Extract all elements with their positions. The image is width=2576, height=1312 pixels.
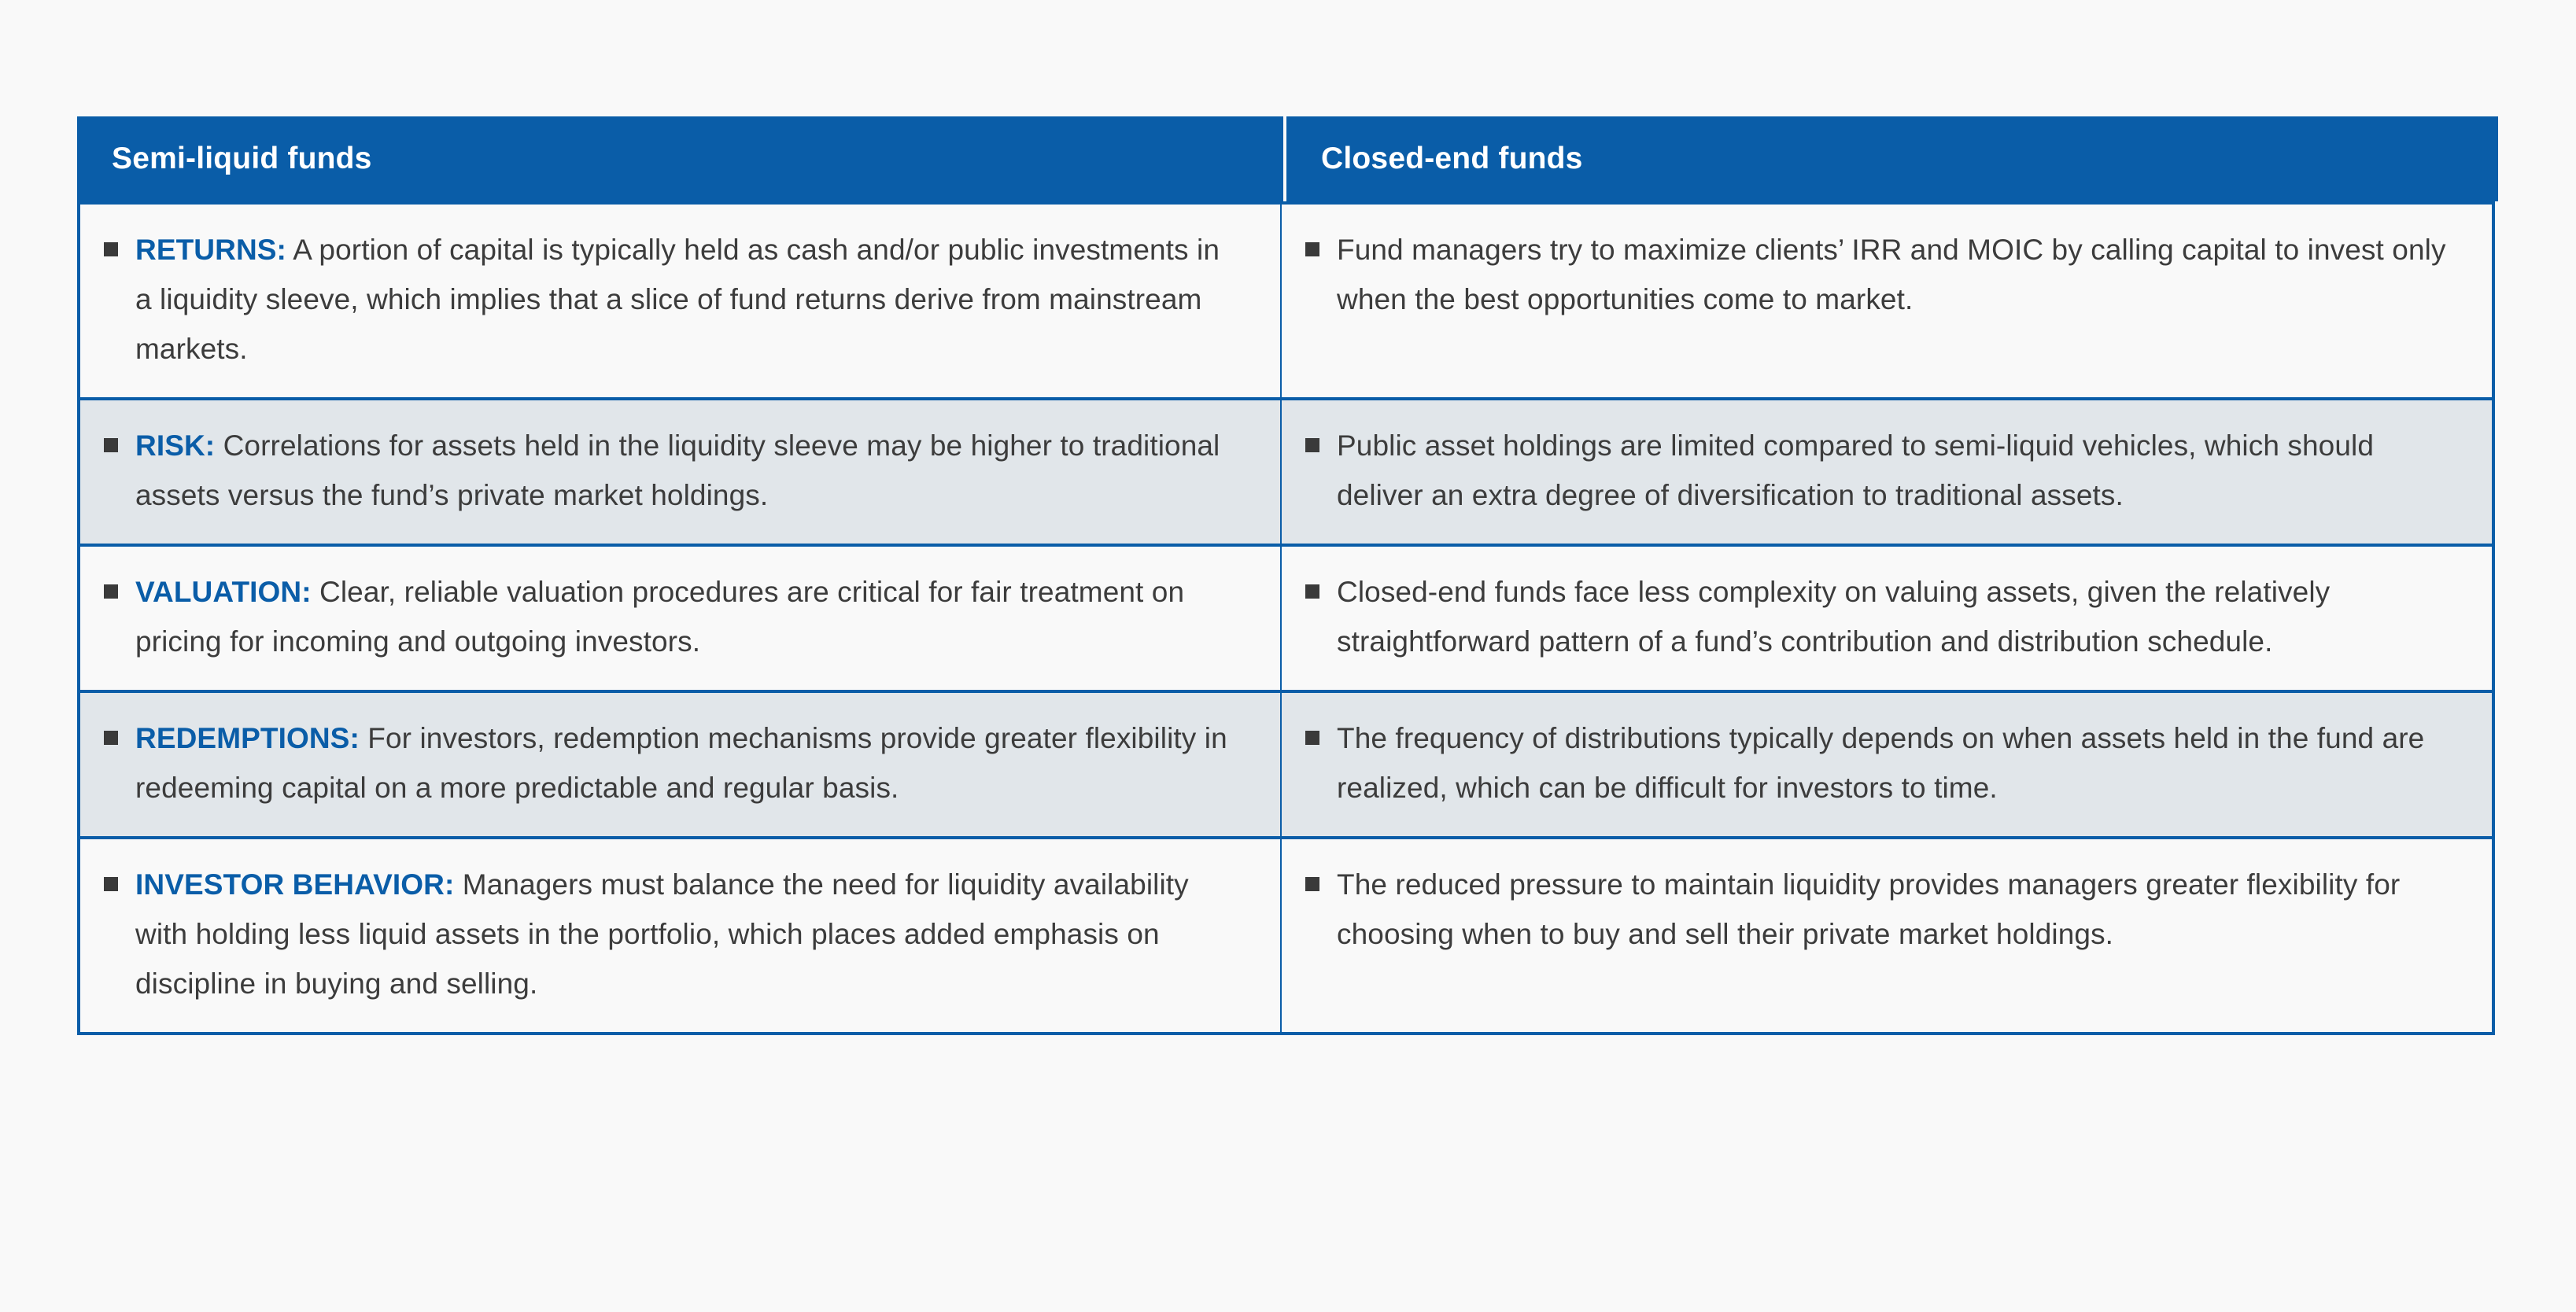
- list-item: The frequency of distributions typically…: [1305, 713, 2459, 813]
- list-item-body: Fund managers try to maximize clients’ I…: [1337, 234, 2446, 315]
- list-item-body: For investors, redemption mechanisms pro…: [135, 722, 1227, 804]
- list-item-text: Fund managers try to maximize clients’ I…: [1337, 225, 2454, 324]
- table-cell-left: VALUATION: Clear, reliable valuation pro…: [77, 547, 1283, 693]
- table-cell-right: Closed-end funds face less complexity on…: [1280, 547, 2495, 693]
- list-item: VALUATION: Clear, reliable valuation pro…: [104, 567, 1249, 666]
- square-bullet-icon: [1305, 584, 1319, 599]
- list-item-label: INVESTOR BEHAVIOR:: [135, 868, 455, 901]
- list-item-body: The frequency of distributions typically…: [1337, 722, 2425, 804]
- list-item-label: VALUATION:: [135, 576, 312, 608]
- square-bullet-icon: [104, 438, 118, 452]
- header-column-divider: [1283, 116, 1286, 201]
- list-item-text: VALUATION: Clear, reliable valuation pro…: [135, 567, 1237, 666]
- comparison-table: Semi-liquid funds Closed-end funds RETUR…: [77, 116, 2498, 1035]
- table-row: REDEMPTIONS: For investors, redemption m…: [77, 693, 2498, 839]
- list-item-text: Closed-end funds face less complexity on…: [1337, 567, 2454, 666]
- table-cell-left: INVESTOR BEHAVIOR: Managers must balance…: [77, 839, 1283, 1035]
- list-item-body: Clear, reliable valuation procedures are…: [135, 576, 1185, 658]
- table-cell-right: Public asset holdings are limited compar…: [1280, 400, 2495, 547]
- square-bullet-icon: [104, 731, 118, 745]
- square-bullet-icon: [1305, 877, 1319, 891]
- list-item-text: The frequency of distributions typically…: [1337, 713, 2454, 813]
- table-body: RETURNS: A portion of capital is typical…: [77, 201, 2498, 1035]
- table-cell-left: REDEMPTIONS: For investors, redemption m…: [77, 693, 1283, 839]
- table-cell-right: Fund managers try to maximize clients’ I…: [1280, 201, 2495, 400]
- column-header-closed-end-funds: Closed-end funds: [1286, 116, 2498, 201]
- list-item-text: RETURNS: A portion of capital is typical…: [135, 225, 1237, 374]
- table-row: VALUATION: Clear, reliable valuation pro…: [77, 547, 2498, 693]
- list-item-body: Public asset holdings are limited compar…: [1337, 429, 2375, 511]
- list-item: INVESTOR BEHAVIOR: Managers must balance…: [104, 860, 1249, 1008]
- square-bullet-icon: [104, 584, 118, 599]
- list-item-body: A portion of capital is typically held a…: [135, 234, 1220, 365]
- list-item-text: Public asset holdings are limited compar…: [1337, 421, 2454, 520]
- list-item-label: RETURNS:: [135, 234, 286, 266]
- table-cell-right: The frequency of distributions typically…: [1280, 693, 2495, 839]
- table-row: INVESTOR BEHAVIOR: Managers must balance…: [77, 839, 2498, 1035]
- square-bullet-icon: [104, 242, 118, 256]
- list-item-body: Correlations for assets held in the liqu…: [135, 429, 1220, 511]
- square-bullet-icon: [1305, 242, 1319, 256]
- square-bullet-icon: [1305, 731, 1319, 745]
- list-item: Public asset holdings are limited compar…: [1305, 421, 2459, 520]
- list-item-text: REDEMPTIONS: For investors, redemption m…: [135, 713, 1237, 813]
- table-row: RETURNS: A portion of capital is typical…: [77, 201, 2498, 400]
- table-header-row: Semi-liquid funds Closed-end funds: [77, 116, 2498, 201]
- table-cell-left: RISK: Correlations for assets held in th…: [77, 400, 1283, 547]
- list-item-text: The reduced pressure to maintain liquidi…: [1337, 860, 2454, 959]
- table-cell-left: RETURNS: A portion of capital is typical…: [77, 201, 1283, 400]
- list-item-text: INVESTOR BEHAVIOR: Managers must balance…: [135, 860, 1237, 1008]
- list-item: Fund managers try to maximize clients’ I…: [1305, 225, 2459, 324]
- table-row: RISK: Correlations for assets held in th…: [77, 400, 2498, 547]
- list-item-body: The reduced pressure to maintain liquidi…: [1337, 868, 2401, 950]
- square-bullet-icon: [104, 877, 118, 891]
- list-item-text: RISK: Correlations for assets held in th…: [135, 421, 1237, 520]
- list-item: REDEMPTIONS: For investors, redemption m…: [104, 713, 1249, 813]
- list-item-label: RISK:: [135, 429, 216, 462]
- list-item: RISK: Correlations for assets held in th…: [104, 421, 1249, 520]
- list-item: Closed-end funds face less complexity on…: [1305, 567, 2459, 666]
- list-item: RETURNS: A portion of capital is typical…: [104, 225, 1249, 374]
- table-cell-right: The reduced pressure to maintain liquidi…: [1280, 839, 2495, 1035]
- list-item-body: Closed-end funds face less complexity on…: [1337, 576, 2331, 658]
- square-bullet-icon: [1305, 438, 1319, 452]
- list-item: The reduced pressure to maintain liquidi…: [1305, 860, 2459, 959]
- column-header-semi-liquid-funds: Semi-liquid funds: [77, 116, 1283, 201]
- list-item-body: Managers must balance the need for liqui…: [135, 868, 1189, 1000]
- list-item-label: REDEMPTIONS:: [135, 722, 360, 754]
